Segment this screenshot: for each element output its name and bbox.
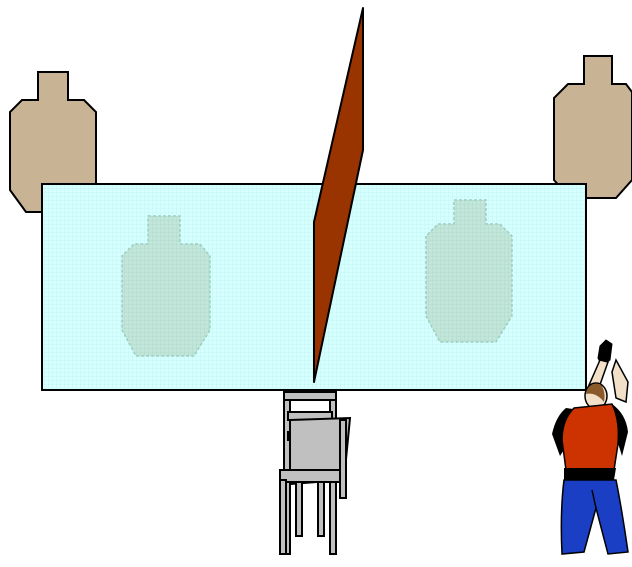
chair (279, 391, 352, 555)
shooter (552, 339, 629, 555)
ghost-target-left (121, 215, 211, 357)
ghost-target-right (425, 199, 513, 343)
wall-divider (313, 7, 364, 383)
right-target (553, 55, 632, 199)
